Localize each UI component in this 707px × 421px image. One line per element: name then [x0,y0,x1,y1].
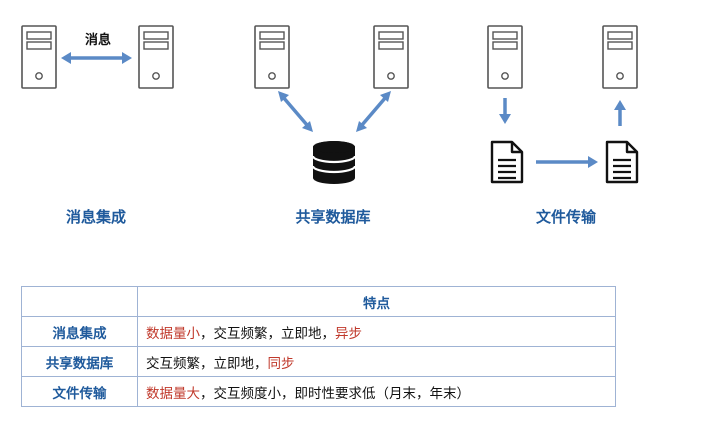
message-arrow [61,52,132,64]
highlight-text: 数据量大 [146,385,200,402]
file-server-left-icon [487,25,523,89]
header-features: 特点 [137,286,616,317]
table-header-row: 特点 [21,286,616,317]
caption-file-transfer: 文件传输 [536,208,597,226]
caption-message-integration: 消息集成 [66,208,126,226]
row-name: 共享数据库 [21,346,138,377]
arrow-up [614,100,626,126]
highlight-text: 数据量小 [146,325,200,342]
file-doc-right-icon [605,140,639,184]
msg-server-left-icon [21,25,57,89]
row-description: 数据量小，交互频繁，立即地，异步 [137,316,616,347]
highlight-text: 异步 [335,325,362,342]
db-server-left-icon [254,25,290,89]
plain-text: ，交互频度小，即时性要求低（月末，年末） [200,385,470,402]
message-label: 消息 [85,32,111,48]
msg-server-right-icon [138,25,174,89]
highlight-text: 同步 [267,355,295,372]
table-row: 文件传输 数据量大，交互频度小，即时性要求低（月末，年末） [21,376,616,407]
row-description: 交互频繁，立即地，同步 [137,346,616,377]
row-name: 消息集成 [21,316,138,347]
db-arrow-right [356,91,391,132]
database-icon [311,141,357,184]
file-arrow-right [536,156,598,168]
table-row: 共享数据库 交互频繁，立即地，同步 [21,346,616,377]
plain-text: ，交互频繁，立即地， [200,325,335,342]
caption-shared-database: 共享数据库 [295,208,370,226]
table-row: 消息集成 数据量小，交互频繁，立即地，异步 [21,316,616,347]
file-server-right-icon [602,25,638,89]
file-doc-left-icon [490,140,524,184]
integration-diagram: 消息 消息集成 共享数据库 文件传输 [21,25,639,226]
features-table: 特点 消息集成 数据量小，交互频繁，立即地，异步 共享数据库 交互频繁，立即地，… [21,286,616,407]
db-arrow-left [278,91,313,132]
row-name: 文件传输 [21,376,138,407]
db-server-right-icon [373,25,409,89]
arrow-down [499,98,511,124]
header-empty-cell [21,286,138,317]
row-description: 数据量大，交互频度小，即时性要求低（月末，年末） [137,376,616,407]
plain-text: 交互频繁，立即地， [146,355,268,372]
